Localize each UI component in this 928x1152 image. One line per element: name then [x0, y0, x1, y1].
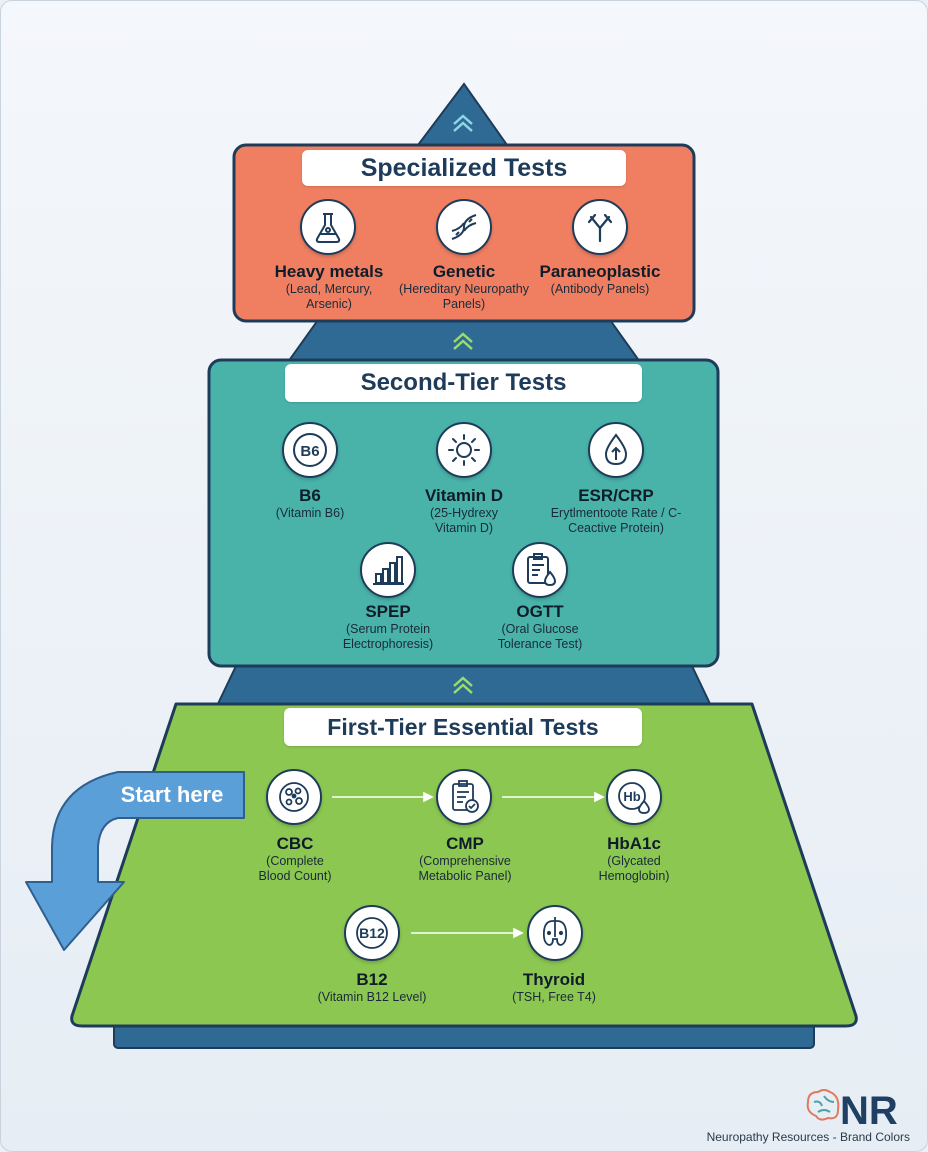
item-subtitle: (Complete Blood Count)	[258, 854, 332, 883]
item-subtitle: (Vitamin B12 Level)	[317, 990, 427, 1004]
item-subtitle: (Lead, Mercury, Arsenic)	[285, 282, 373, 311]
item-name: CMP	[446, 834, 484, 853]
cmp-item: CMP (Comprehensive Metabolic Panel)	[400, 834, 530, 884]
start-here-arrow	[25, 771, 245, 951]
heavy-metals-item: Heavy metals (Lead, Mercury, Arsenic)	[262, 262, 396, 312]
item-name: HbA1c	[607, 834, 661, 853]
ogtt-item: OGTT (Oral Glucose Tolerance Test)	[478, 602, 602, 652]
spep-item: SPEP (Serum Protein Electrophoresis)	[322, 602, 454, 652]
chevron-up-icon	[453, 114, 473, 132]
blood-drop-icon	[588, 422, 644, 478]
b12-icon-text: B12	[359, 925, 385, 941]
clipboard-check-icon	[436, 769, 492, 825]
bar-chart-icon	[360, 542, 416, 598]
item-subtitle: (Comprehensive Metabolic Panel)	[418, 854, 512, 883]
item-name: SPEP	[365, 602, 411, 621]
item-name: Thyroid	[522, 970, 586, 989]
flask-icon	[300, 199, 356, 255]
item-name: Paraneoplastic	[539, 262, 661, 281]
thyroid-item: Thyroid (TSH, Free T4)	[494, 970, 614, 1005]
item-name: B6	[299, 486, 321, 505]
item-subtitle: (Hereditary Neuropathy Panels)	[399, 282, 529, 311]
antibody-icon	[572, 199, 628, 255]
brain-icon	[806, 1089, 840, 1121]
genetic-item: Genetic (Hereditary Neuropathy Panels)	[398, 262, 530, 312]
item-subtitle: (Antibody Panels)	[550, 282, 650, 296]
hb-drop-icon: Hb	[606, 769, 662, 825]
specialized-tier-title: Specialized Tests	[302, 150, 626, 186]
chevron-up-icon	[453, 332, 473, 350]
second-tier-title: Second-Tier Tests	[285, 364, 642, 402]
esr-crp-item: ESR/CRP Erytlmentoote Rate / C-Ceactive …	[538, 486, 694, 536]
dna-icon	[436, 199, 492, 255]
vitamin-d-item: Vitamin D (25-Hydrexy Vitamin D)	[404, 486, 524, 536]
item-subtitle: (Glycated Hemoglobin)	[598, 854, 670, 883]
b6-icon-text: B6	[300, 443, 319, 460]
b6-item: B6 (Vitamin B6)	[250, 486, 370, 521]
start-here-label: Start here	[120, 782, 224, 807]
b6-icon: B6	[282, 422, 338, 478]
chevron-up-icon	[453, 676, 473, 694]
b12-icon: B12	[344, 905, 400, 961]
item-subtitle: (Vitamin B6)	[275, 506, 345, 520]
cbc-item: CBC (Complete Blood Count)	[240, 834, 350, 884]
sun-icon	[436, 422, 492, 478]
item-name: Genetic	[432, 262, 496, 281]
item-subtitle: (Oral Glucose Tolerance Test)	[497, 622, 583, 651]
item-name: B12	[356, 970, 388, 989]
item-name: Heavy metals	[274, 262, 384, 281]
item-name: OGTT	[516, 602, 564, 621]
item-subtitle: (25-Hydrexy Vitamin D)	[429, 506, 499, 535]
b12-item: B12 (Vitamin B12 Level)	[302, 970, 442, 1005]
item-subtitle: (TSH, Free T4)	[512, 990, 596, 1004]
item-subtitle: Erytlmentoote Rate / C-Ceactive Protein)	[550, 506, 682, 535]
blood-cells-icon	[266, 769, 322, 825]
logo-text: NR	[840, 1089, 898, 1132]
flow-arrows	[332, 791, 605, 939]
footer-text: Neuropathy Resources - Brand Colors	[706, 1130, 910, 1144]
item-name: CBC	[276, 834, 314, 853]
item-name: Vitamin D	[424, 486, 504, 505]
thyroid-icon	[527, 905, 583, 961]
item-name: ESR/CRP	[578, 486, 654, 505]
clipboard-glucose-icon	[512, 542, 568, 598]
nr-logo: NR	[806, 1089, 898, 1132]
pyramid-backdrop	[415, 82, 509, 146]
item-subtitle: (Serum Protein Electrophoresis)	[342, 622, 434, 651]
hba1c-item: HbA1c (Glycated Hemoglobin)	[578, 834, 690, 884]
first-tier-title: First-Tier Essential Tests	[284, 708, 642, 746]
paraneoplastic-item: Paraneoplastic (Antibody Panels)	[530, 262, 670, 297]
hb-icon-text: Hb	[623, 789, 640, 804]
